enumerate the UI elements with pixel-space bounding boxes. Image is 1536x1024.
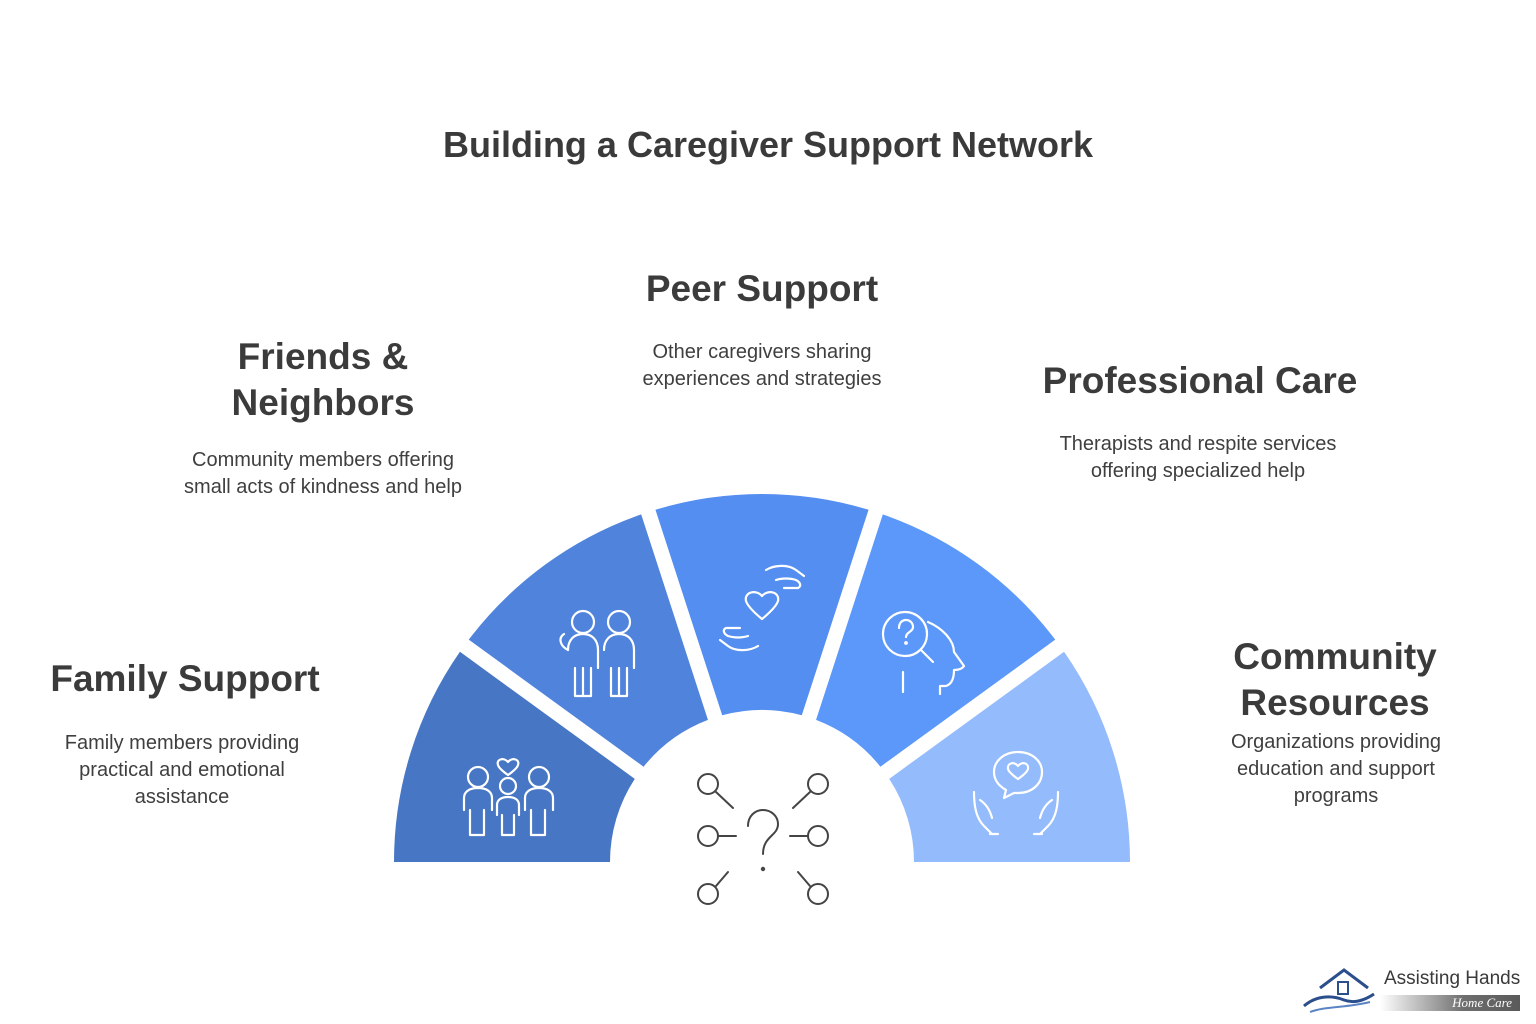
house-hand-icon	[1303, 968, 1375, 1013]
segment-family-icon	[394, 651, 635, 862]
community-resources-title: Community Resources	[1233, 636, 1437, 723]
friends-neighbors-description: Community members offering small acts of…	[184, 449, 462, 498]
caring-hands-icon	[972, 750, 1060, 836]
community-resources-description: Organizations providing education and su…	[1230, 731, 1442, 807]
segment-friends-icon	[468, 514, 708, 767]
family-icon	[462, 758, 555, 837]
friends-neighbors-title: Friends & Neighbors	[231, 336, 415, 423]
friends-icon	[559, 609, 636, 698]
professional-care-description: Therapists and respite services offering…	[1059, 433, 1337, 482]
question-network-icon	[697, 773, 829, 905]
logo-name: Assisting Hands	[1384, 968, 1521, 989]
peer-support-title: Peer Support	[645, 268, 879, 309]
segment-caring-hands-icon	[889, 651, 1130, 862]
family-support-title: Family Support	[50, 658, 320, 699]
heart-hands-icon	[718, 564, 806, 652]
segment-professional-head-icon	[816, 514, 1056, 767]
logo-subtitle: Home Care	[1380, 995, 1520, 1011]
family-support-description: Family members providing practical and e…	[64, 732, 300, 808]
peer-support-description: Other caregivers sharing experiences and…	[642, 341, 882, 390]
segment-heart-hands-icon	[655, 494, 869, 716]
professional-care-title: Professional Care	[1042, 360, 1358, 401]
diagram-title: Building a Caregiver Support Network	[442, 124, 1094, 165]
assisting-hands-logo: Assisting Hands Home Care	[1300, 962, 1530, 1016]
professional-head-icon	[881, 610, 966, 696]
